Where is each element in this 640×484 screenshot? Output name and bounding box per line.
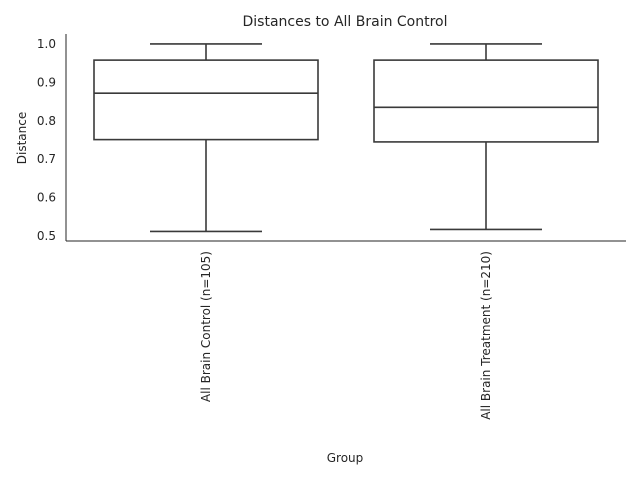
chart-title: Distances to All Brain Control <box>242 14 447 30</box>
y-tick-label: 0.9 <box>37 75 56 89</box>
x-tick-label: All Brain Control (n=105) <box>199 251 213 402</box>
x-axis-label: Group <box>327 451 364 465</box>
x-tick-label: All Brain Treatment (n=210) <box>479 251 493 420</box>
y-axis-label: Distance <box>15 112 29 164</box>
y-tick-label: 0.5 <box>37 229 56 243</box>
box-iqr <box>93 59 319 141</box>
box-iqr <box>373 59 599 143</box>
y-tick-label: 0.8 <box>37 114 56 128</box>
y-tick-label: 0.7 <box>37 152 56 166</box>
y-tick-label: 0.6 <box>37 191 56 205</box>
y-tick-label: 1.0 <box>37 37 56 51</box>
